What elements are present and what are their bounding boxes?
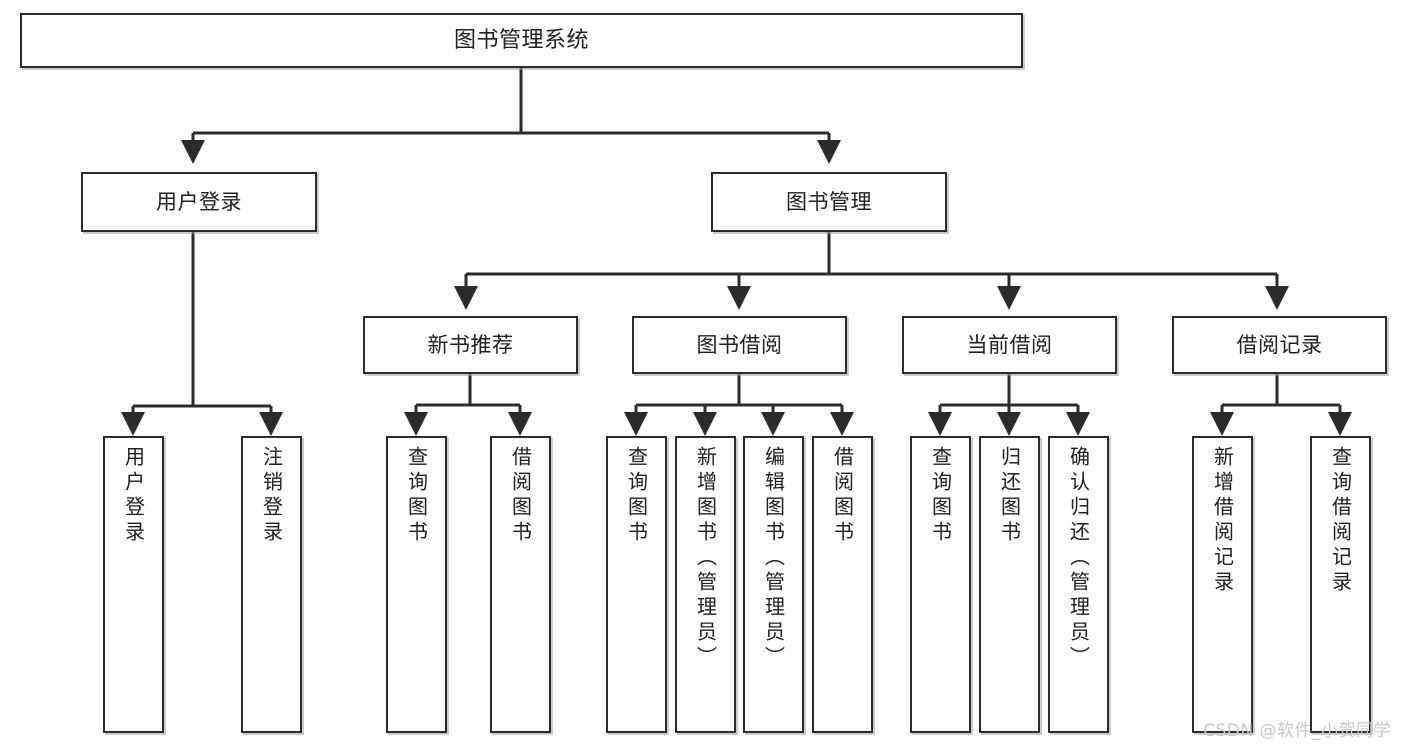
node-label: 注销登录 <box>259 446 284 546</box>
node-label: 编辑图书（管理员） <box>761 446 786 671</box>
node-label: 查询借阅记录 <box>1328 446 1353 596</box>
node-current-borrow[interactable]: 当前借阅 <box>902 316 1117 374</box>
leaf-borrow-book-recommend[interactable]: 借阅图书 <box>490 436 551 733</box>
node-label: 图书管理 <box>786 189 872 214</box>
node-label: 图书管理系统 <box>453 27 589 53</box>
leaf-confirm-return-admin[interactable]: 确认归还（管理员） <box>1048 436 1109 733</box>
leaf-add-book-admin[interactable]: 新增图书（管理员） <box>675 436 736 733</box>
leaf-user-login[interactable]: 用户登录 <box>103 436 164 733</box>
leaf-return-book[interactable]: 归还图书 <box>979 436 1040 733</box>
node-label: 新增借阅记录 <box>1210 446 1235 596</box>
node-label: 查询图书 <box>928 446 953 546</box>
node-user-login[interactable]: 用户登录 <box>81 172 317 232</box>
node-label: 归还图书 <box>997 446 1022 546</box>
node-label: 用户登录 <box>156 189 242 214</box>
node-book-borrow[interactable]: 图书借阅 <box>632 316 847 374</box>
node-label: 查询图书 <box>624 446 649 546</box>
leaf-borrow-book[interactable]: 借阅图书 <box>812 436 873 733</box>
node-label: 新增图书（管理员） <box>693 446 718 671</box>
leaf-query-borrow-record[interactable]: 查询借阅记录 <box>1310 436 1371 733</box>
node-label: 借阅图书 <box>508 446 533 546</box>
leaf-logout-login[interactable]: 注销登录 <box>241 436 302 733</box>
leaf-query-book-current[interactable]: 查询图书 <box>910 436 971 733</box>
node-label: 借阅记录 <box>1236 332 1323 357</box>
node-book-management[interactable]: 图书管理 <box>711 172 947 232</box>
node-label: 新书推荐 <box>427 332 514 357</box>
node-label: 确认归还（管理员） <box>1066 446 1091 671</box>
node-label: 查询图书 <box>404 446 429 546</box>
node-borrow-record[interactable]: 借阅记录 <box>1172 316 1387 374</box>
node-root-book-management-system[interactable]: 图书管理系统 <box>20 13 1023 68</box>
node-label: 用户登录 <box>121 446 146 546</box>
node-label: 借阅图书 <box>830 446 855 546</box>
leaf-query-book-recommend[interactable]: 查询图书 <box>386 436 447 733</box>
leaf-query-book-borrow[interactable]: 查询图书 <box>606 436 667 733</box>
node-new-book-recommend[interactable]: 新书推荐 <box>363 316 578 374</box>
node-label: 当前借阅 <box>966 332 1053 357</box>
node-label: 图书借阅 <box>696 332 783 357</box>
leaf-edit-book-admin[interactable]: 编辑图书（管理员） <box>743 436 804 733</box>
leaf-add-borrow-record[interactable]: 新增借阅记录 <box>1192 436 1253 733</box>
